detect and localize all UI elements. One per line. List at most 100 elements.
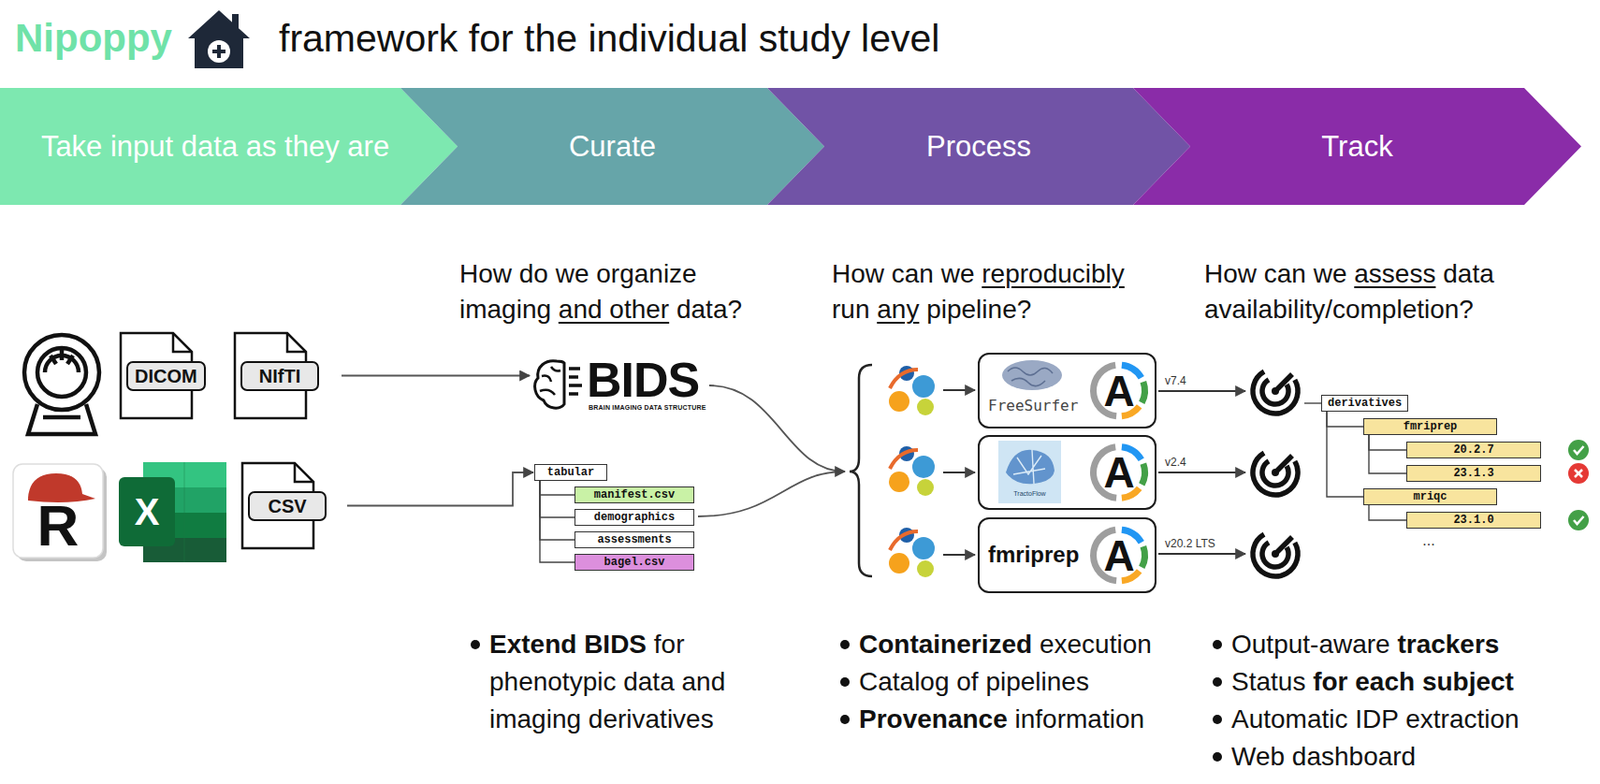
logo-arc <box>1138 380 1149 405</box>
cross-icon <box>1568 463 1589 484</box>
page-title: framework for the individual study level <box>278 14 940 62</box>
connector <box>347 472 534 507</box>
text-run: run <box>831 294 877 324</box>
nipype-logo-part <box>912 375 935 398</box>
connector <box>1326 411 1364 497</box>
bullet-dot <box>470 640 480 650</box>
arrow-part <box>943 389 975 392</box>
bullet-item: Provenance information <box>858 700 1145 739</box>
question-text: How do we organize imaging and other dat… <box>459 256 759 328</box>
text-run: How can we <box>831 259 982 289</box>
band-heading: Take input data as they are <box>41 130 390 164</box>
text-run: information <box>1007 704 1145 734</box>
connectors <box>341 376 1407 564</box>
bids-logo: BIDSBRAIN IMAGING DATA STRUCTURE <box>530 353 709 416</box>
bullet-item: Extend BIDS for phenotypic data and imag… <box>489 625 744 739</box>
connector <box>539 480 575 563</box>
r-logo-icon-part <box>13 464 103 558</box>
tree-folder-box: demographics <box>574 509 695 526</box>
folder-name: mriqc <box>1412 491 1447 503</box>
tree-folder-box: 23.1.0 <box>1406 511 1542 529</box>
stage-band: Process <box>767 87 1191 205</box>
apptainer-logo <box>1090 526 1149 585</box>
nipype-logo <box>888 365 935 416</box>
brain-image <box>1002 360 1062 391</box>
cross-icon-part <box>1574 469 1583 478</box>
chevron-fill <box>1133 87 1582 205</box>
curly-bracket <box>849 364 873 577</box>
bullet-item: Web dashboard <box>1231 738 1416 776</box>
band-text-box: Take input data as they are <box>0 87 431 205</box>
house-icon-part <box>188 10 250 69</box>
excel-icon <box>118 462 227 563</box>
tracker-icon <box>1252 534 1298 577</box>
tree-folder-box: derivatives <box>1321 394 1409 412</box>
bullet-dot <box>1212 677 1222 687</box>
file-icon: NIfTI <box>232 331 327 421</box>
bullet-dot <box>840 714 850 725</box>
connector <box>1368 435 1407 451</box>
tractoflow-image-part <box>998 440 1062 504</box>
merge-connector <box>698 385 845 517</box>
nipype-logo-part <box>888 391 910 412</box>
document-shape-part <box>287 333 306 352</box>
mri-scanner-icon <box>24 334 100 435</box>
house-icon <box>188 10 250 69</box>
mri-scanner-icon-part <box>50 349 73 364</box>
text-run: for each subject <box>1312 667 1514 697</box>
nipype-logo-part <box>889 369 918 389</box>
house-icon-part <box>207 40 231 63</box>
pipeline-name: FreeSurfer <box>988 397 1078 415</box>
arrow-part <box>1158 471 1246 474</box>
file-type-label: NIfTI <box>240 361 320 392</box>
band-heading: Process <box>926 130 1032 164</box>
logo-letter: A <box>1103 369 1135 413</box>
tree-folder-box: bagel.csv <box>574 553 695 571</box>
chevron-fill <box>0 87 458 205</box>
check-icon-part <box>1568 439 1589 461</box>
text-run: How can we <box>1204 259 1354 289</box>
tracker-icon <box>1252 452 1298 495</box>
text-run: data? <box>669 294 742 324</box>
question-text: How can we assess data availability/comp… <box>1204 256 1513 328</box>
nipype-logo-part <box>888 552 910 574</box>
folder-name: assessments <box>596 534 671 546</box>
connector <box>1368 435 1407 474</box>
logo-letter: A <box>1103 450 1135 495</box>
tree-folder-box: tabular <box>534 464 608 481</box>
tracker-icon <box>1252 371 1298 414</box>
tree-folder-box: mriqc <box>1363 488 1498 506</box>
band-text-box: Curate <box>457 87 768 205</box>
document-shape-part <box>294 463 314 482</box>
mri-scanner-icon-part <box>43 415 81 421</box>
tractoflow-image <box>998 440 1062 504</box>
band-heading: Curate <box>568 130 656 164</box>
folder-name: bagel.csv <box>604 556 666 568</box>
file-icon: CSV <box>240 461 335 551</box>
bullet-dot <box>1212 714 1222 725</box>
connector <box>1326 411 1364 427</box>
bullet-item: Automatic IDP extraction <box>1231 700 1520 739</box>
apptainer-logo <box>1090 362 1149 421</box>
check-icon-part <box>1573 446 1585 454</box>
logo-caption: TractoFlow <box>998 490 1062 497</box>
folder-name: fmriprep <box>1403 421 1458 433</box>
brain-icon-part <box>535 361 565 408</box>
nipype-logo <box>888 446 935 496</box>
brand-name: Nipoppy <box>14 14 173 62</box>
check-icon <box>1568 439 1589 461</box>
folder-name: 20.2.7 <box>1453 444 1494 456</box>
text-run: Output-aware <box>1231 629 1397 659</box>
file-icon: DICOM <box>118 331 213 421</box>
nipype-logo-part <box>916 560 934 578</box>
text-run: and other <box>558 294 670 324</box>
mri-scanner-icon-part <box>37 348 87 397</box>
bullet-item: Containerized execution <box>858 625 1152 664</box>
excel-icon-part <box>118 477 175 547</box>
excel-icon-part <box>184 462 186 563</box>
tracker-icon-part <box>1275 374 1293 392</box>
house-icon-part <box>232 14 239 30</box>
logo-arc <box>1138 462 1149 486</box>
tree-folder-box: fmriprep <box>1363 418 1498 436</box>
